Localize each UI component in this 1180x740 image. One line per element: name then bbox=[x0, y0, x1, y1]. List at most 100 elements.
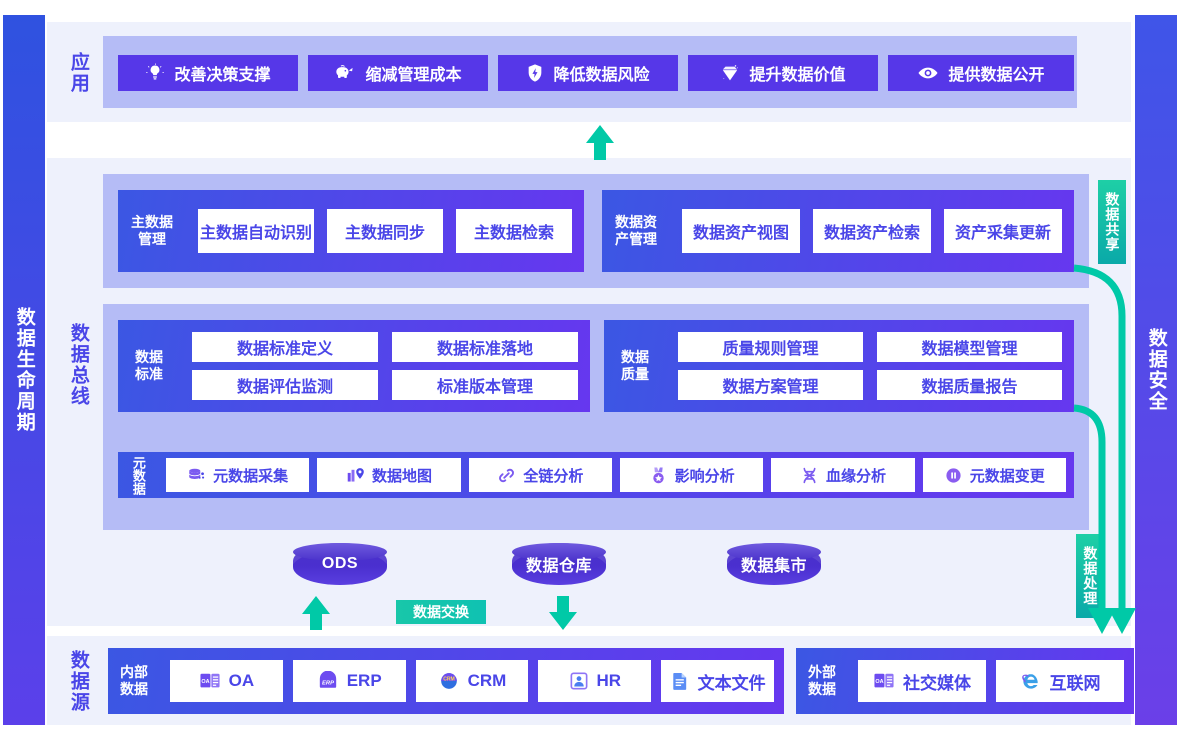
chip-label: 全链分析 bbox=[523, 467, 584, 485]
chip-source-erp[interactable]: ERP ERP bbox=[292, 660, 406, 702]
data-exchange-tag: 数据交换 bbox=[396, 600, 486, 624]
chip-metadata-collection[interactable]: 元数据采集 bbox=[166, 458, 310, 492]
chip-impact-analysis[interactable]: 影响分析 bbox=[619, 458, 764, 492]
app-button-data-open[interactable]: 提供数据公开 bbox=[888, 55, 1074, 91]
group-title-master-data: 主数据管理 bbox=[131, 213, 173, 248]
chip-quality-report[interactable]: 数据质量报告 bbox=[877, 370, 1062, 400]
internet-explorer-icon bbox=[1020, 671, 1042, 691]
chip-asset-view[interactable]: 数据资产视图 bbox=[682, 209, 800, 253]
chip-full-chain-analysis[interactable]: 全链分析 bbox=[468, 458, 612, 492]
group-data-standard: 数据标准 数据标准定义 数据标准落地 数据评估监测 标准版本管理 bbox=[118, 320, 590, 412]
chip-label: 文本文件 bbox=[697, 673, 766, 693]
app-button-label: 提供数据公开 bbox=[948, 67, 1045, 84]
cylinder-label: 数据集市 bbox=[740, 558, 807, 575]
svg-text:OA: OA bbox=[875, 679, 883, 685]
chip-source-oa[interactable]: OA OA bbox=[170, 660, 283, 702]
badge-data-process: 数据处理 bbox=[1076, 534, 1104, 618]
chip-label: 互联网 bbox=[1049, 673, 1101, 693]
group-external-data: 外部数据 OA 社交媒体 互联网 bbox=[796, 648, 1134, 714]
oa-icon: OA bbox=[199, 671, 221, 691]
chip-label: HR bbox=[596, 671, 622, 690]
group-title-external-data: 外部数据 bbox=[808, 663, 836, 698]
chip-master-sync[interactable]: 主数据同步 bbox=[327, 209, 443, 253]
chip-master-search[interactable]: 主数据检索 bbox=[456, 209, 572, 253]
rail-left-label: 数据生命周期 bbox=[13, 307, 35, 433]
cylinder-data-warehouse[interactable]: 数据仓库 bbox=[512, 543, 606, 585]
chip-lineage-analysis[interactable]: 血缘分析 bbox=[771, 458, 915, 492]
group-title-internal-data: 内部数据 bbox=[120, 663, 148, 698]
chip-asset-collect-update[interactable]: 资产采集更新 bbox=[944, 209, 1062, 253]
badge-data-share: 数据共享 bbox=[1098, 180, 1126, 264]
lightbulb-icon bbox=[145, 63, 165, 83]
eye-icon bbox=[917, 63, 939, 83]
shield-icon bbox=[526, 63, 544, 83]
stage-label-data-bus: 数据总线 bbox=[67, 323, 89, 407]
cylinder-ods[interactable]: ODS bbox=[293, 543, 387, 585]
app-button-reduce-risk[interactable]: 降低数据风险 bbox=[498, 55, 678, 91]
group-title-metadata: 元数据 bbox=[130, 455, 146, 495]
chip-source-social-media[interactable]: OA 社交媒体 bbox=[858, 660, 986, 702]
erp-icon: ERP bbox=[317, 670, 339, 691]
arrow-up-to-application bbox=[586, 125, 614, 160]
rail-data-lifecycle: 数据生命周期 bbox=[3, 15, 45, 725]
group-title-data-standard: 数据标准 bbox=[135, 348, 163, 383]
chip-label: 数据地图 bbox=[371, 467, 432, 485]
database-stack-icon bbox=[187, 466, 206, 485]
cylinder-data-mart[interactable]: 数据集市 bbox=[727, 543, 821, 585]
group-title-data-asset: 数据资产管理 bbox=[615, 213, 657, 248]
group-master-data-management: 主数据管理 主数据自动识别 主数据同步 主数据检索 bbox=[118, 190, 584, 272]
medal-icon bbox=[649, 466, 668, 485]
chip-source-internet[interactable]: 互联网 bbox=[996, 660, 1124, 702]
diamond-icon bbox=[720, 63, 740, 83]
svg-text:OA: OA bbox=[201, 679, 209, 685]
piggy-bank-icon bbox=[334, 63, 356, 83]
crm-icon: CRM bbox=[438, 671, 460, 691]
chip-data-model[interactable]: 数据模型管理 bbox=[877, 332, 1062, 362]
svg-text:CRM: CRM bbox=[443, 676, 455, 682]
group-data-asset-management: 数据资产管理 数据资产视图 数据资产检索 资产采集更新 bbox=[602, 190, 1074, 272]
chip-label: 血缘分析 bbox=[825, 467, 886, 485]
svg-text:ERP: ERP bbox=[322, 681, 334, 687]
group-internal-data: 内部数据 OA OA ERP ERP CRM CRM bbox=[108, 648, 784, 714]
stage-label-application: 应用 bbox=[67, 52, 89, 94]
chip-standard-assessment[interactable]: 数据评估监测 bbox=[192, 370, 378, 400]
cylinder-label: ODS bbox=[321, 555, 359, 572]
app-button-label: 改善决策支撑 bbox=[174, 67, 271, 84]
chip-asset-search[interactable]: 数据资产检索 bbox=[813, 209, 931, 253]
chip-label: OA bbox=[228, 671, 255, 690]
app-button-decision-support[interactable]: 改善决策支撑 bbox=[118, 55, 298, 91]
chip-label: ERP bbox=[346, 671, 382, 690]
chip-standard-implementation[interactable]: 数据标准落地 bbox=[392, 332, 578, 362]
social-media-icon: OA bbox=[873, 671, 895, 691]
chip-data-plan[interactable]: 数据方案管理 bbox=[678, 370, 863, 400]
pause-circle-icon bbox=[944, 466, 963, 485]
chip-label: 社交媒体 bbox=[903, 673, 971, 693]
chip-source-text-file[interactable]: 文本文件 bbox=[661, 660, 774, 702]
rail-data-security: 数据安全 bbox=[1135, 15, 1177, 725]
chip-source-hr[interactable]: HR bbox=[538, 660, 652, 702]
hr-icon bbox=[569, 671, 589, 691]
app-button-label: 缩减管理成本 bbox=[365, 67, 462, 84]
chip-master-auto-recognition[interactable]: 主数据自动识别 bbox=[198, 209, 314, 253]
dna-icon bbox=[800, 466, 819, 485]
app-button-reduce-cost[interactable]: 缩减管理成本 bbox=[308, 55, 488, 91]
rail-right-label: 数据安全 bbox=[1145, 328, 1167, 412]
chain-link-icon bbox=[497, 466, 516, 485]
chip-label: 元数据变更 bbox=[969, 467, 1045, 485]
chip-label: CRM bbox=[467, 671, 507, 690]
chip-data-map[interactable]: 数据地图 bbox=[317, 458, 461, 492]
chip-standard-version[interactable]: 标准版本管理 bbox=[392, 370, 578, 400]
chip-quality-rule[interactable]: 质量规则管理 bbox=[678, 332, 863, 362]
chip-metadata-change[interactable]: 元数据变更 bbox=[922, 458, 1066, 492]
chip-label: 影响分析 bbox=[674, 467, 735, 485]
chip-label: 元数据采集 bbox=[213, 467, 289, 485]
chip-source-crm[interactable]: CRM CRM bbox=[415, 660, 529, 702]
app-button-label: 提升数据价值 bbox=[749, 67, 846, 84]
map-pin-icon bbox=[346, 466, 365, 485]
group-title-data-quality: 数据质量 bbox=[621, 348, 649, 383]
app-button-increase-value[interactable]: 提升数据价值 bbox=[688, 55, 878, 91]
group-data-quality: 数据质量 质量规则管理 数据模型管理 数据方案管理 数据质量报告 bbox=[604, 320, 1074, 412]
chip-standard-definition[interactable]: 数据标准定义 bbox=[192, 332, 378, 362]
cylinder-label: 数据仓库 bbox=[525, 558, 592, 575]
